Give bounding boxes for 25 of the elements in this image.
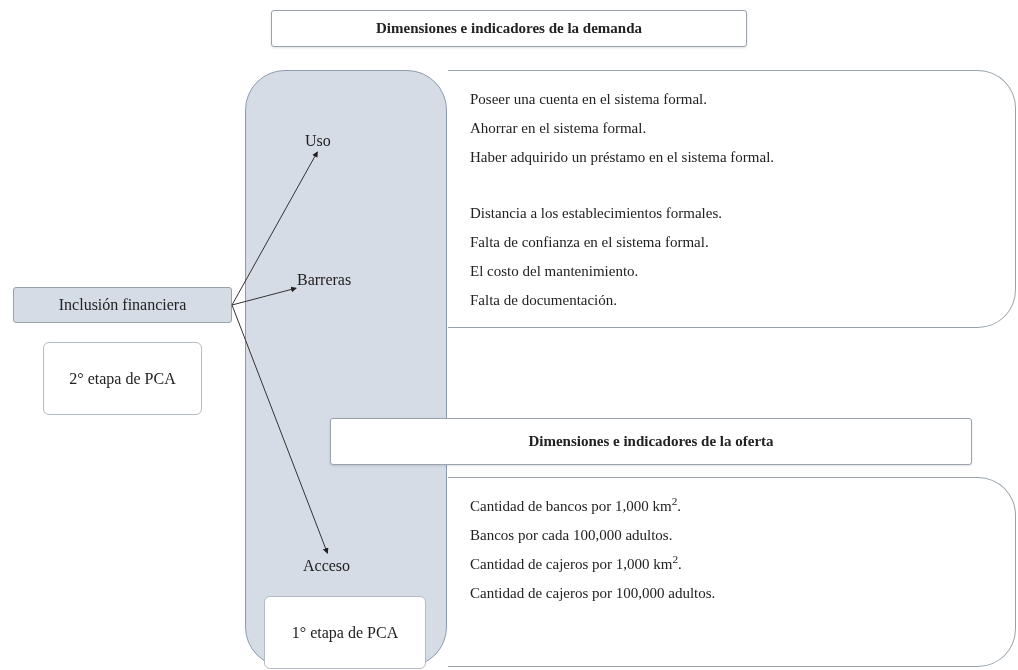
indicator-text: Ahorrar en el sistema formal. xyxy=(470,119,648,138)
indicator-text: Falta de documentación. xyxy=(470,291,619,310)
section-header: Dimensiones e indicadores de la demanda xyxy=(271,10,747,47)
indicator-text: Falta de confianza en el sistema formal. xyxy=(470,233,710,252)
indicator-text: Haber adquirido un préstamo en el sistema formal. xyxy=(470,148,776,167)
section-header: Dimensiones e indicadores de la oferta xyxy=(330,418,972,465)
indicator-text: Cantidad de bancos por 1,000 km$^{2}$. xyxy=(470,494,682,516)
indicator-card xyxy=(448,70,1016,328)
arrow xyxy=(231,286,297,306)
branch-label: Barreras xyxy=(297,268,367,292)
indicator-card xyxy=(448,477,1016,667)
concept-box: Inclusión financiera xyxy=(13,287,232,323)
indicator-text: Distancia a los establecimientos formales. xyxy=(470,204,723,223)
indicator-text: Cantidad de cajeros por 1,000 km$^{2}$. xyxy=(470,552,683,574)
group-band xyxy=(245,70,447,667)
arrow xyxy=(231,304,329,554)
arrow xyxy=(231,151,318,306)
indicator-text: Cantidad de cajeros por 100,000 adultos. xyxy=(470,584,717,603)
branch-label: Uso xyxy=(305,129,345,153)
indicator-text: Bancos por cada 100,000 adultos. xyxy=(470,526,674,545)
indicator-text: Poseer una cuenta en el sistema formal. xyxy=(470,90,708,109)
indicator-text: El costo del mantenimiento. xyxy=(470,262,640,281)
branch-label: Acceso xyxy=(303,554,363,578)
stage-note: 1° etapa de PCA xyxy=(264,596,426,669)
stage-note: 2° etapa de PCA xyxy=(43,342,202,415)
